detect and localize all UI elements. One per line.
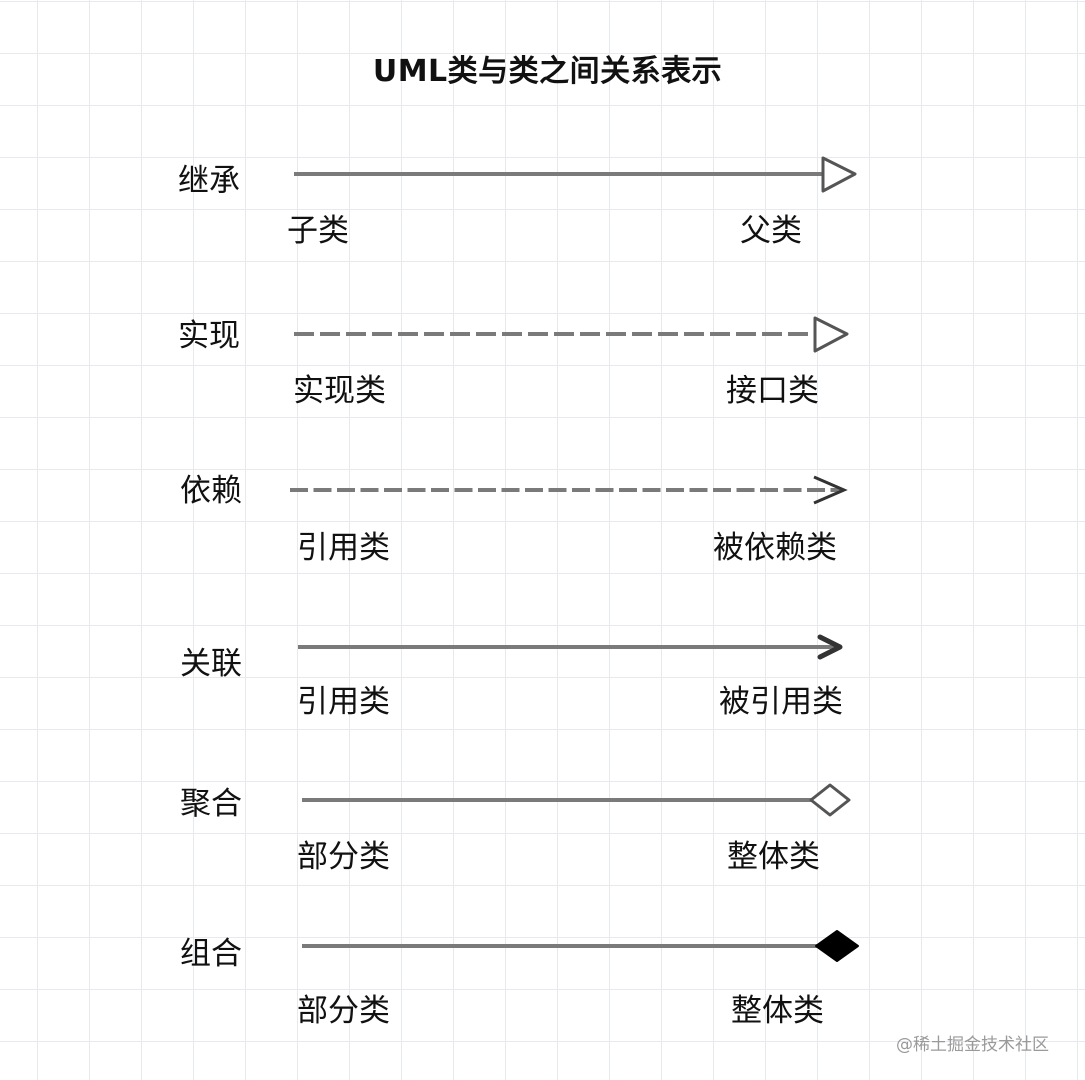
relation-name-association: 关联 [180, 646, 242, 682]
relation-name-inheritance: 继承 [178, 163, 240, 199]
open-arrow-icon [817, 634, 843, 660]
association-connector [298, 634, 843, 660]
watermark: @稀土掘金技术社区 [896, 1035, 1049, 1055]
source-label-aggregation: 部分类 [297, 839, 390, 875]
target-label-realization: 接口类 [726, 373, 819, 409]
source-label-inheritance: 子类 [287, 213, 349, 249]
relation-name-aggregation: 聚合 [180, 786, 242, 822]
target-label-dependency: 被依赖类 [713, 530, 837, 566]
hollow-diamond-icon [809, 783, 851, 817]
hollow-triangle-icon [813, 316, 849, 353]
hollow-triangle-icon [821, 156, 857, 193]
target-label-aggregation: 整体类 [727, 839, 820, 875]
source-label-association: 引用类 [297, 684, 390, 720]
open-arrow-icon [813, 475, 848, 505]
target-label-composition: 整体类 [731, 993, 824, 1029]
composition-connector [302, 930, 859, 962]
dependency-connector [290, 475, 848, 505]
relation-name-dependency: 依赖 [180, 473, 242, 509]
source-label-dependency: 引用类 [297, 530, 390, 566]
source-label-composition: 部分类 [297, 993, 390, 1029]
aggregation-connector [302, 783, 851, 817]
relation-name-composition: 组合 [180, 936, 242, 972]
realization-connector [294, 316, 849, 353]
relation-name-realization: 实现 [178, 318, 240, 354]
diagram-title: UML类与类之间关系表示 [372, 54, 723, 89]
inheritance-connector [294, 156, 857, 193]
source-label-realization: 实现类 [293, 373, 386, 409]
filled-diamond-icon [815, 930, 859, 962]
target-label-inheritance: 父类 [740, 213, 802, 249]
target-label-association: 被引用类 [719, 684, 843, 720]
